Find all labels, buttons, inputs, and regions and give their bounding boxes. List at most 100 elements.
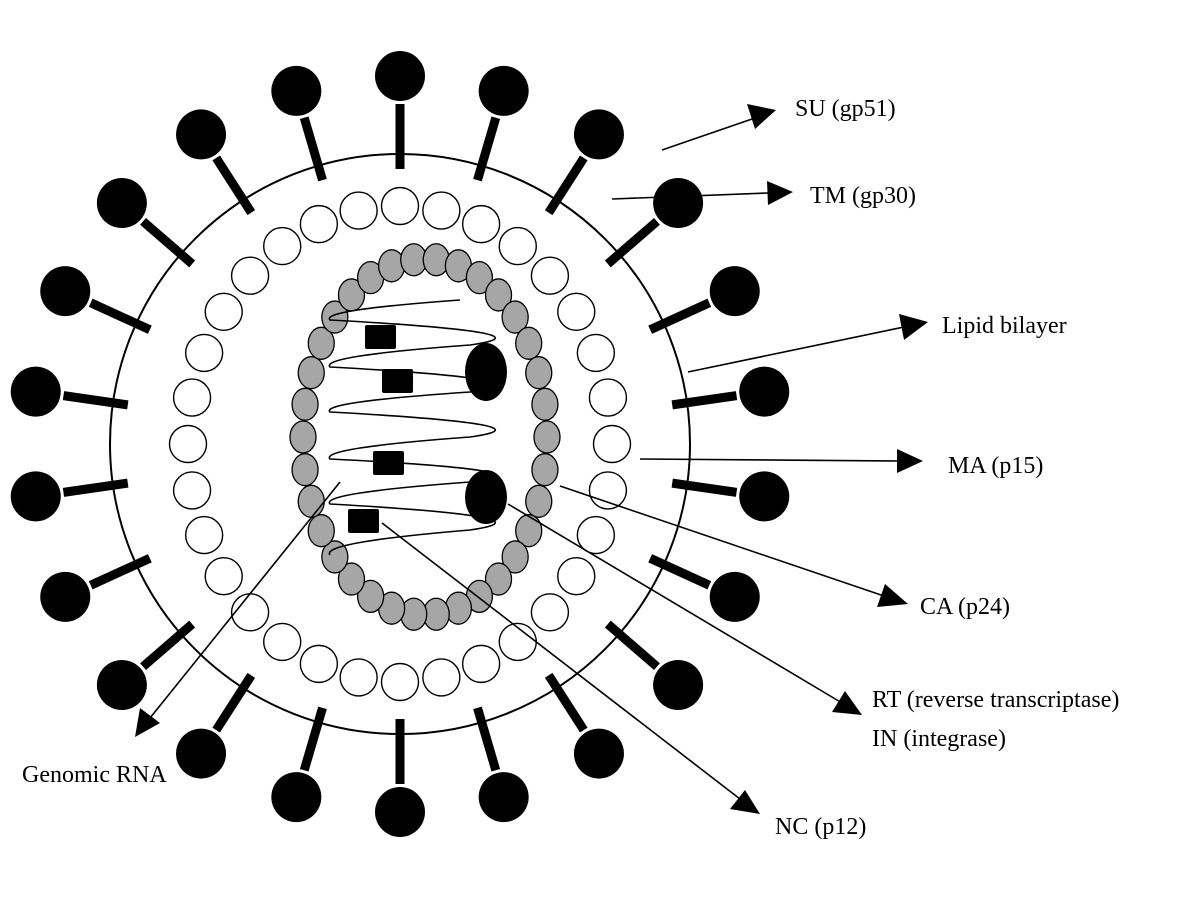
envelope-spike bbox=[671, 366, 790, 417]
tm-stalk bbox=[212, 155, 256, 216]
envelope-spike bbox=[648, 266, 760, 334]
ca-leader-line bbox=[559, 485, 885, 597]
capsid-protein bbox=[291, 453, 319, 487]
capsid-protein bbox=[356, 579, 385, 613]
tm-stalk bbox=[648, 554, 712, 590]
matrix-protein bbox=[380, 662, 420, 702]
rt-leader-line bbox=[507, 503, 843, 704]
capsid-protein bbox=[525, 484, 553, 518]
su-knob bbox=[271, 772, 322, 823]
capsid-protein bbox=[501, 540, 529, 574]
capsid-protein bbox=[321, 300, 349, 334]
matrix-protein bbox=[576, 333, 616, 373]
tm-stalk bbox=[473, 706, 501, 772]
envelope-spike bbox=[10, 471, 129, 522]
matrix-protein bbox=[172, 471, 212, 510]
su-knob bbox=[375, 787, 425, 837]
tm-label: TM (gp30) bbox=[810, 183, 916, 209]
envelope-spike bbox=[176, 109, 256, 216]
tm-stalk bbox=[299, 706, 327, 772]
capsid-protein bbox=[484, 278, 513, 312]
matrix-protein bbox=[592, 424, 632, 464]
nc-arrowhead bbox=[730, 790, 760, 814]
capsid-protein bbox=[307, 514, 335, 548]
envelope-spike bbox=[10, 366, 129, 417]
ma-label: MA (p15) bbox=[948, 453, 1043, 479]
ca-label: CA (p24) bbox=[920, 594, 1010, 620]
matrix-protein bbox=[380, 186, 420, 226]
su-label: SU (gp51) bbox=[795, 96, 896, 122]
capsid-protein bbox=[531, 453, 559, 487]
matrix-protein bbox=[422, 191, 461, 230]
su-knob bbox=[739, 366, 790, 417]
ca-arrowhead bbox=[877, 584, 908, 607]
envelope-spike bbox=[271, 706, 327, 823]
su-knob bbox=[176, 728, 227, 779]
su-knob bbox=[573, 109, 624, 160]
nc-protein-square bbox=[373, 451, 404, 475]
genomic-rna-coil bbox=[328, 299, 497, 556]
tm-stalk bbox=[671, 391, 738, 410]
envelope-spike bbox=[648, 554, 760, 622]
su-knob bbox=[739, 471, 790, 522]
matrix-protein bbox=[588, 378, 628, 417]
envelope-spikes bbox=[10, 51, 790, 837]
matrix-protein bbox=[422, 658, 461, 697]
matrix-protein bbox=[204, 557, 243, 596]
capsid-protein bbox=[321, 540, 349, 574]
in-label: IN (integrase) bbox=[872, 726, 1006, 752]
su-knob bbox=[96, 659, 147, 710]
rt-enzyme-particle bbox=[465, 343, 507, 401]
tm-stalk bbox=[88, 554, 152, 590]
matrix-protein bbox=[299, 204, 339, 244]
su-knob bbox=[10, 366, 61, 417]
matrix-protein bbox=[530, 256, 570, 295]
matrix-protein bbox=[168, 424, 208, 464]
matrix-protein bbox=[230, 256, 270, 295]
su-knob bbox=[478, 65, 529, 116]
envelope-spike bbox=[271, 65, 327, 182]
matrix-protein bbox=[557, 292, 596, 331]
tm-stalk bbox=[62, 478, 129, 497]
tm-stalk bbox=[604, 620, 660, 671]
matrix-protein bbox=[263, 226, 302, 266]
ma-leader-line bbox=[639, 458, 899, 462]
envelope-spike bbox=[40, 554, 152, 622]
envelope-spike bbox=[375, 719, 425, 837]
matrix-protein bbox=[263, 622, 302, 662]
capsid-protein bbox=[531, 387, 559, 421]
su-knob bbox=[40, 571, 91, 622]
nc-protein-square bbox=[365, 325, 396, 349]
su-knob bbox=[709, 571, 760, 622]
tm-stalk bbox=[212, 672, 256, 733]
rt-arrowhead bbox=[832, 691, 862, 715]
envelope-spike bbox=[473, 65, 529, 182]
tm-stalk bbox=[140, 620, 196, 671]
su-knob bbox=[653, 659, 704, 710]
tm-stalk bbox=[62, 391, 129, 410]
capsid-protein bbox=[291, 387, 319, 421]
capsid-protein bbox=[337, 562, 366, 596]
rna-arrowhead bbox=[135, 708, 160, 737]
matrix-protein bbox=[588, 471, 628, 510]
tm-stalk bbox=[604, 217, 660, 268]
matrix-protein bbox=[498, 622, 537, 662]
su-knob bbox=[271, 65, 322, 116]
matrix-protein bbox=[299, 644, 339, 684]
matrix-protein bbox=[204, 292, 243, 331]
envelope-spike bbox=[96, 178, 196, 268]
lipid-bilayer-label: Lipid bilayer bbox=[942, 313, 1067, 339]
su-leader-line bbox=[661, 118, 753, 151]
capsid-protein bbox=[484, 562, 513, 596]
capsid-protein bbox=[377, 249, 406, 283]
su-knob bbox=[40, 266, 91, 317]
rna-leader-line bbox=[149, 481, 341, 719]
envelope-spike bbox=[544, 672, 624, 779]
envelope-spike bbox=[96, 620, 196, 710]
tm-stalk bbox=[648, 298, 712, 334]
capsid-protein bbox=[533, 420, 561, 454]
ma-arrowhead bbox=[897, 449, 923, 473]
in-enzyme-particle bbox=[465, 470, 507, 524]
envelope-spike bbox=[375, 51, 425, 169]
